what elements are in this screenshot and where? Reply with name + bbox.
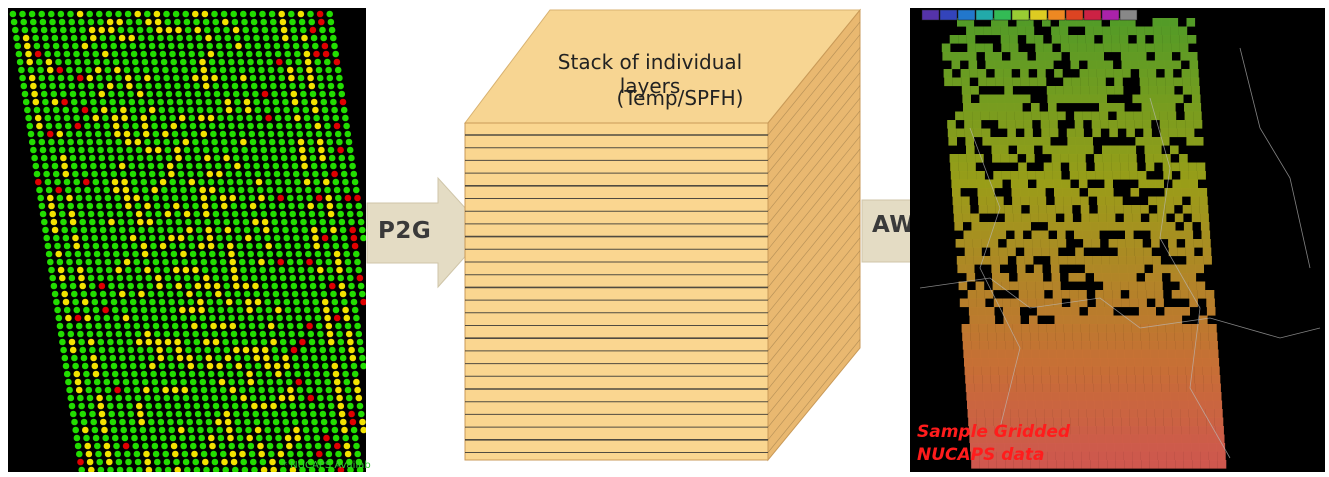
nucaps-availability-image	[8, 8, 366, 472]
cube-subtitle: (Temp/SPFH)	[616, 86, 744, 110]
sample-caption-line1: Sample Gridded	[917, 422, 1071, 442]
grid-cells	[941, 18, 1227, 469]
availability-legend: * NUCAPS Availab	[282, 460, 371, 471]
cube-side-face	[767, 8, 861, 462]
cube-front-face	[464, 122, 769, 461]
gridded-data-graphic	[919, 9, 1321, 469]
awips-gridded-image	[910, 8, 1325, 472]
map-boundaries	[919, 47, 1321, 459]
colorbar	[921, 9, 1138, 21]
nucaps-swath-graphic	[9, 10, 366, 472]
swath-dots	[9, 10, 366, 472]
sample-caption-line2: NUCAPS data	[917, 445, 1045, 465]
cube-title: Stack of individual layers	[557, 50, 743, 98]
p2g-label: P2G	[378, 218, 432, 244]
